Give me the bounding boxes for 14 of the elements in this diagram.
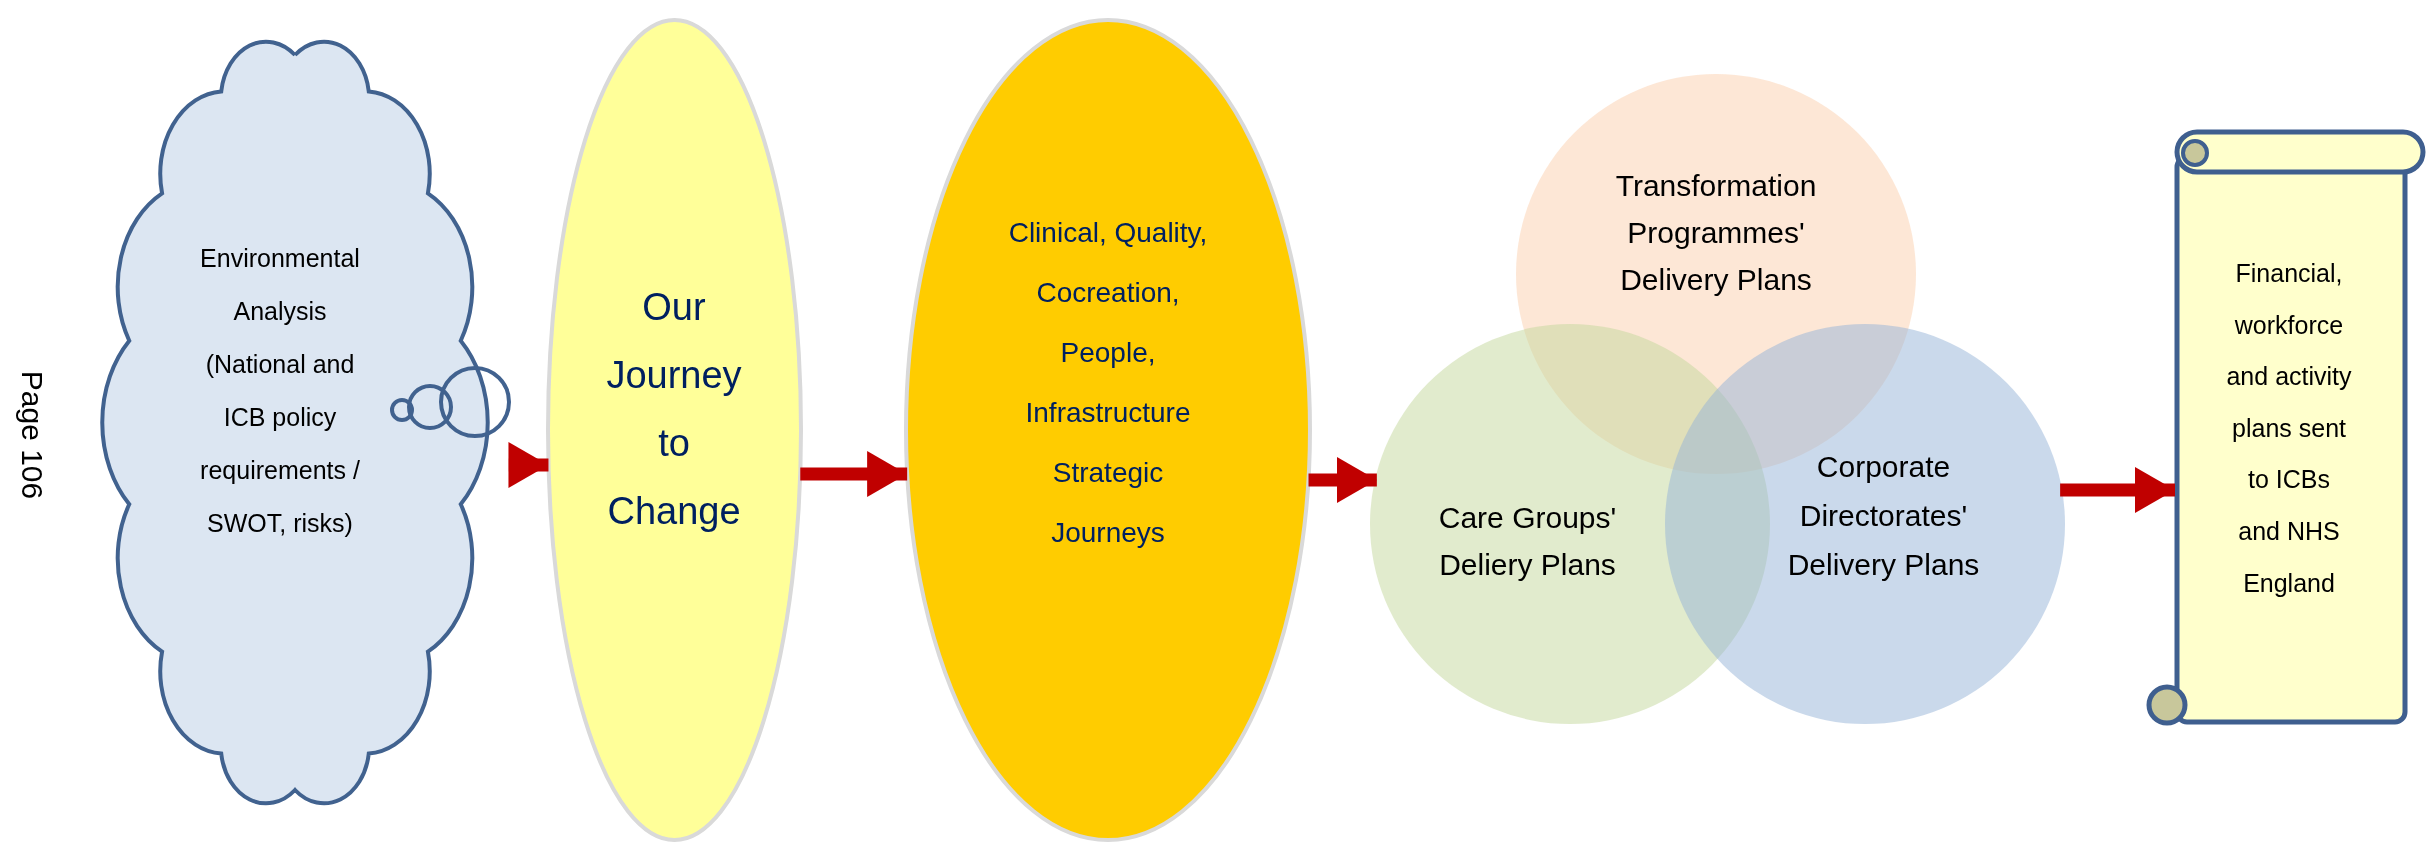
arrow [1308, 457, 1377, 503]
ellipse-shape [904, 18, 1312, 842]
node-text: Corporate Directorates' Delivery Plans [1786, 449, 1981, 583]
arrow [800, 451, 908, 497]
node-text: Transformation Programmes' Delivery Plans [1614, 168, 1818, 298]
ellipse-shape [546, 18, 803, 842]
venn-circle [1665, 324, 2065, 724]
node-text: Care Groups' Deliery Plans [1437, 500, 1618, 583]
node-text: Environmental Analysis (National and ICB policy requirements / SWOT, risks) [199, 243, 361, 539]
page-number: Page 106 [15, 370, 50, 500]
arrow [508, 442, 549, 488]
node-text: Our Journey to Change [605, 285, 743, 534]
node-text: Clinical, Quality, Cocreation, People, Infrastructure Strategic Journeys [1008, 216, 1208, 550]
arrow [2060, 467, 2175, 513]
